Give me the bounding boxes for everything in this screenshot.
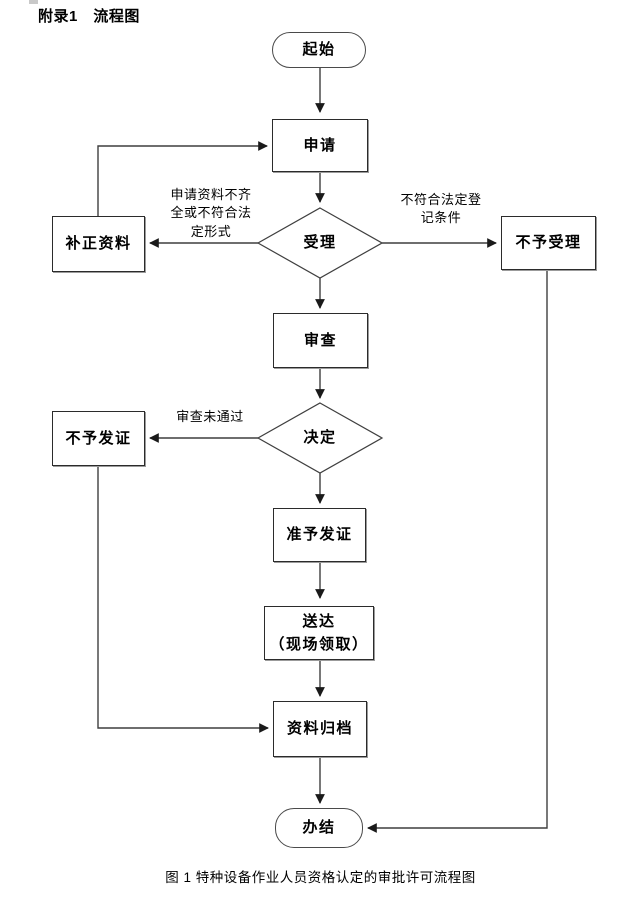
page-corner-mark: [29, 0, 38, 4]
node-accept-label: 受理: [303, 234, 337, 252]
node-grant-certificate: 准予发证: [273, 508, 366, 562]
node-delivery: 送达 （现场领取）: [264, 606, 374, 660]
node-supplement: 补正资料: [52, 216, 145, 272]
edge-nocert-archive: [97, 466, 269, 733]
edge-supplement-apply: [97, 141, 268, 216]
node-end: 办结: [275, 808, 363, 848]
node-delivery-label: 送达 （现场领取）: [269, 612, 369, 653]
accept-diamond-shape: [256, 207, 384, 279]
figure-caption: 图 1 特种设备作业人员资格认定的审批许可流程图: [165, 870, 476, 885]
node-apply-label: 申请: [303, 136, 337, 154]
node-no-certificate-label: 不予发证: [65, 429, 132, 447]
node-end-label: 办结: [302, 819, 336, 837]
node-supplement-label: 补正资料: [65, 235, 132, 253]
node-review-label: 审查: [303, 331, 337, 349]
node-archive-label: 资料归档: [286, 720, 353, 738]
node-apply: 申请: [272, 119, 368, 172]
node-decide: 决定: [258, 403, 382, 473]
edge-label-not-qualified: 不符合法定登 记条件: [400, 192, 482, 226]
edge-reject-end: [367, 270, 548, 833]
node-no-certificate: 不予发证: [52, 411, 145, 466]
node-accept: 受理: [258, 208, 382, 278]
node-decide-label: 决定: [303, 429, 337, 447]
node-archive: 资料归档: [273, 701, 367, 757]
edge-label-incomplete-materials: 申请资料不齐 全或不符合法 定形式: [170, 187, 252, 239]
decide-diamond-shape: [256, 402, 384, 474]
node-grant-certificate-label: 准予发证: [286, 526, 353, 544]
node-start-label: 起始: [302, 41, 336, 59]
node-review: 审查: [273, 313, 368, 368]
node-reject-acceptance: 不予受理: [501, 216, 596, 270]
node-reject-acceptance-label: 不予受理: [515, 234, 582, 252]
node-start: 起始: [272, 32, 366, 68]
page-title: 附录1 流程图: [38, 8, 140, 25]
edge-label-review-failed: 审查未通过: [176, 409, 244, 424]
